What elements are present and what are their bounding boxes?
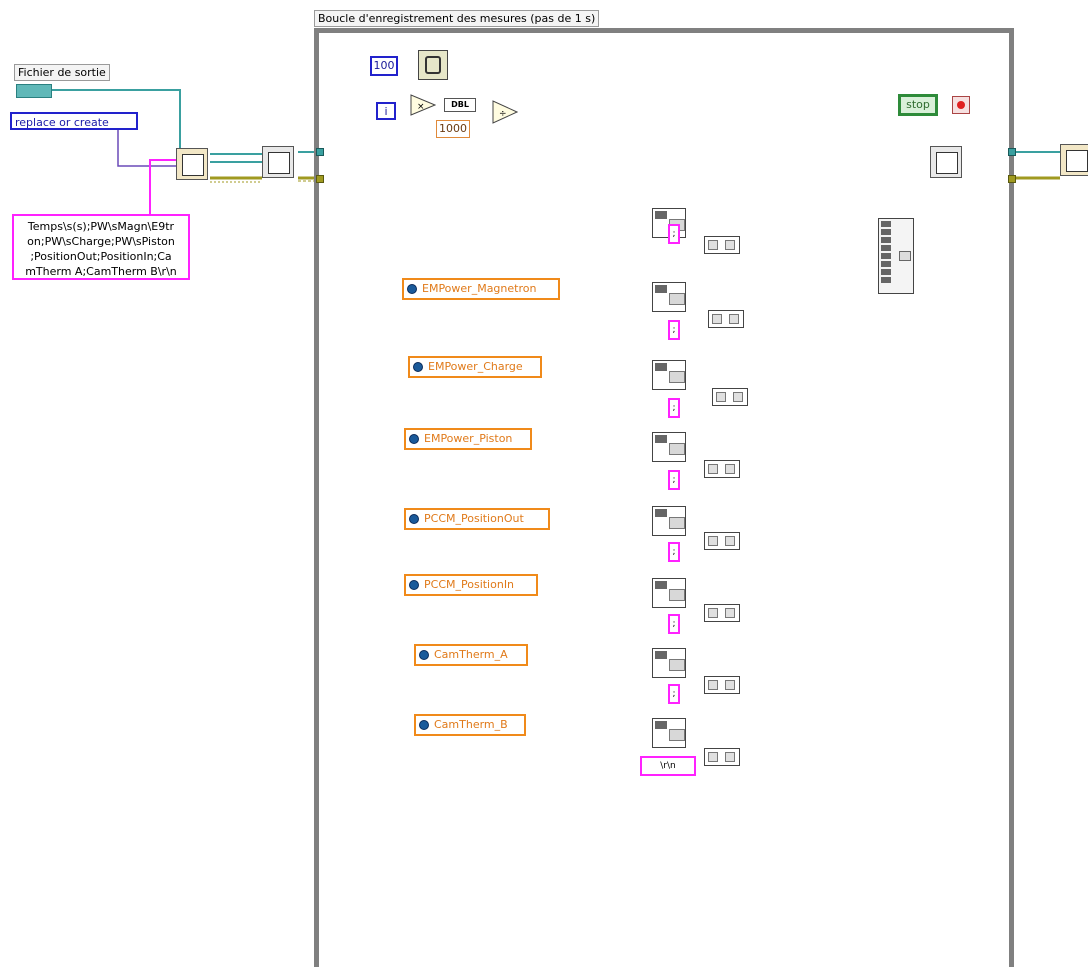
open-mode-value: replace or create (15, 116, 109, 129)
concat-strings-icon[interactable] (704, 460, 740, 478)
refnum-tunnel-in (316, 148, 324, 156)
header-line: Temps\s(s);PW\sMagn\E9tr (27, 220, 175, 233)
separator-constant[interactable]: ; (668, 614, 680, 634)
wait-timer-icon[interactable] (418, 50, 448, 80)
format-number-icon[interactable] (652, 718, 686, 748)
format-number-icon[interactable] (652, 648, 686, 678)
open-file-icon[interactable] (176, 148, 208, 180)
format-number-icon[interactable] (652, 360, 686, 390)
globe-icon (409, 580, 419, 590)
globe-icon (409, 434, 419, 444)
concat-strings-icon[interactable] (708, 310, 744, 328)
wait-ms-constant[interactable]: 100 (370, 56, 398, 76)
loop-label: Boucle d'enregistrement des mesures (pas… (314, 10, 600, 27)
separator-constant[interactable]: ; (668, 684, 680, 704)
separator-constant[interactable]: ; (668, 320, 680, 340)
while-loop-frame[interactable] (314, 28, 1014, 967)
globe-icon (419, 720, 429, 730)
divisor-constant[interactable]: 1000 (436, 120, 470, 138)
globe-icon (419, 650, 429, 660)
to-dbl-icon[interactable]: DBL (444, 98, 476, 112)
concat-strings-icon[interactable] (704, 604, 740, 622)
shared-var-position-in[interactable]: PCCM_PositionIn (404, 574, 538, 596)
shared-var-charge[interactable]: EMPower_Charge (408, 356, 542, 378)
concat-strings-icon[interactable] (704, 532, 740, 550)
divide-icon[interactable]: ÷ (492, 100, 518, 124)
svg-text:×: × (417, 102, 425, 112)
concat-all-icon[interactable] (878, 218, 914, 294)
separator-constant[interactable]: ; (668, 470, 680, 490)
multiply-icon[interactable]: × (410, 94, 436, 116)
write-header-icon[interactable] (262, 146, 294, 178)
file-close-icon (1066, 150, 1088, 172)
separator-constant[interactable]: ; (668, 542, 680, 562)
header-line: mTherm A;CamTherm B\r\n (25, 265, 177, 278)
globe-icon (413, 362, 423, 372)
globe-icon (407, 284, 417, 294)
format-number-icon[interactable] (652, 432, 686, 462)
file-out-label: Fichier de sortie (14, 64, 110, 81)
error-tunnel-out (1008, 175, 1016, 183)
shared-var-position-out[interactable]: PCCM_PositionOut (404, 508, 550, 530)
separator-constant[interactable]: ; (668, 224, 680, 244)
eol-constant[interactable]: \r\n (640, 756, 696, 776)
header-line: ;PositionOut;PositionIn;Ca (30, 250, 172, 263)
open-mode-enum[interactable]: replace or create (10, 112, 138, 130)
path-constant[interactable] (16, 84, 52, 98)
separator-constant[interactable]: ; (668, 398, 680, 418)
error-tunnel-in (316, 175, 324, 183)
iteration-terminal[interactable]: i (376, 102, 396, 120)
format-number-icon[interactable] (652, 282, 686, 312)
concat-strings-icon[interactable] (704, 236, 740, 254)
shared-var-camtherm-b[interactable]: CamTherm_B (414, 714, 526, 736)
header-string-constant[interactable]: Temps\s(s);PW\sMagn\E9tr on;PW\sCharge;P… (12, 214, 190, 280)
svg-text:÷: ÷ (499, 109, 507, 119)
header-line: on;PW\sCharge;PW\sPiston (27, 235, 175, 248)
loop-condition-icon[interactable] (952, 96, 970, 114)
shared-var-piston[interactable]: EMPower_Piston (404, 428, 532, 450)
stop-button[interactable]: stop (898, 94, 938, 116)
format-number-icon[interactable] (652, 506, 686, 536)
close-file-icon[interactable] (1060, 144, 1088, 176)
concat-strings-icon[interactable] (712, 388, 748, 406)
format-number-icon[interactable] (652, 578, 686, 608)
pencil-doc-icon (936, 152, 958, 174)
file-doc-icon (182, 154, 204, 176)
pencil-doc-icon (268, 152, 290, 174)
shared-var-magnetron[interactable]: EMPower_Magnetron (402, 278, 560, 300)
refnum-tunnel-out (1008, 148, 1016, 156)
concat-strings-icon[interactable] (704, 748, 740, 766)
shared-var-camtherm-a[interactable]: CamTherm_A (414, 644, 528, 666)
write-data-icon[interactable] (930, 146, 962, 178)
concat-strings-icon[interactable] (704, 676, 740, 694)
globe-icon (409, 514, 419, 524)
